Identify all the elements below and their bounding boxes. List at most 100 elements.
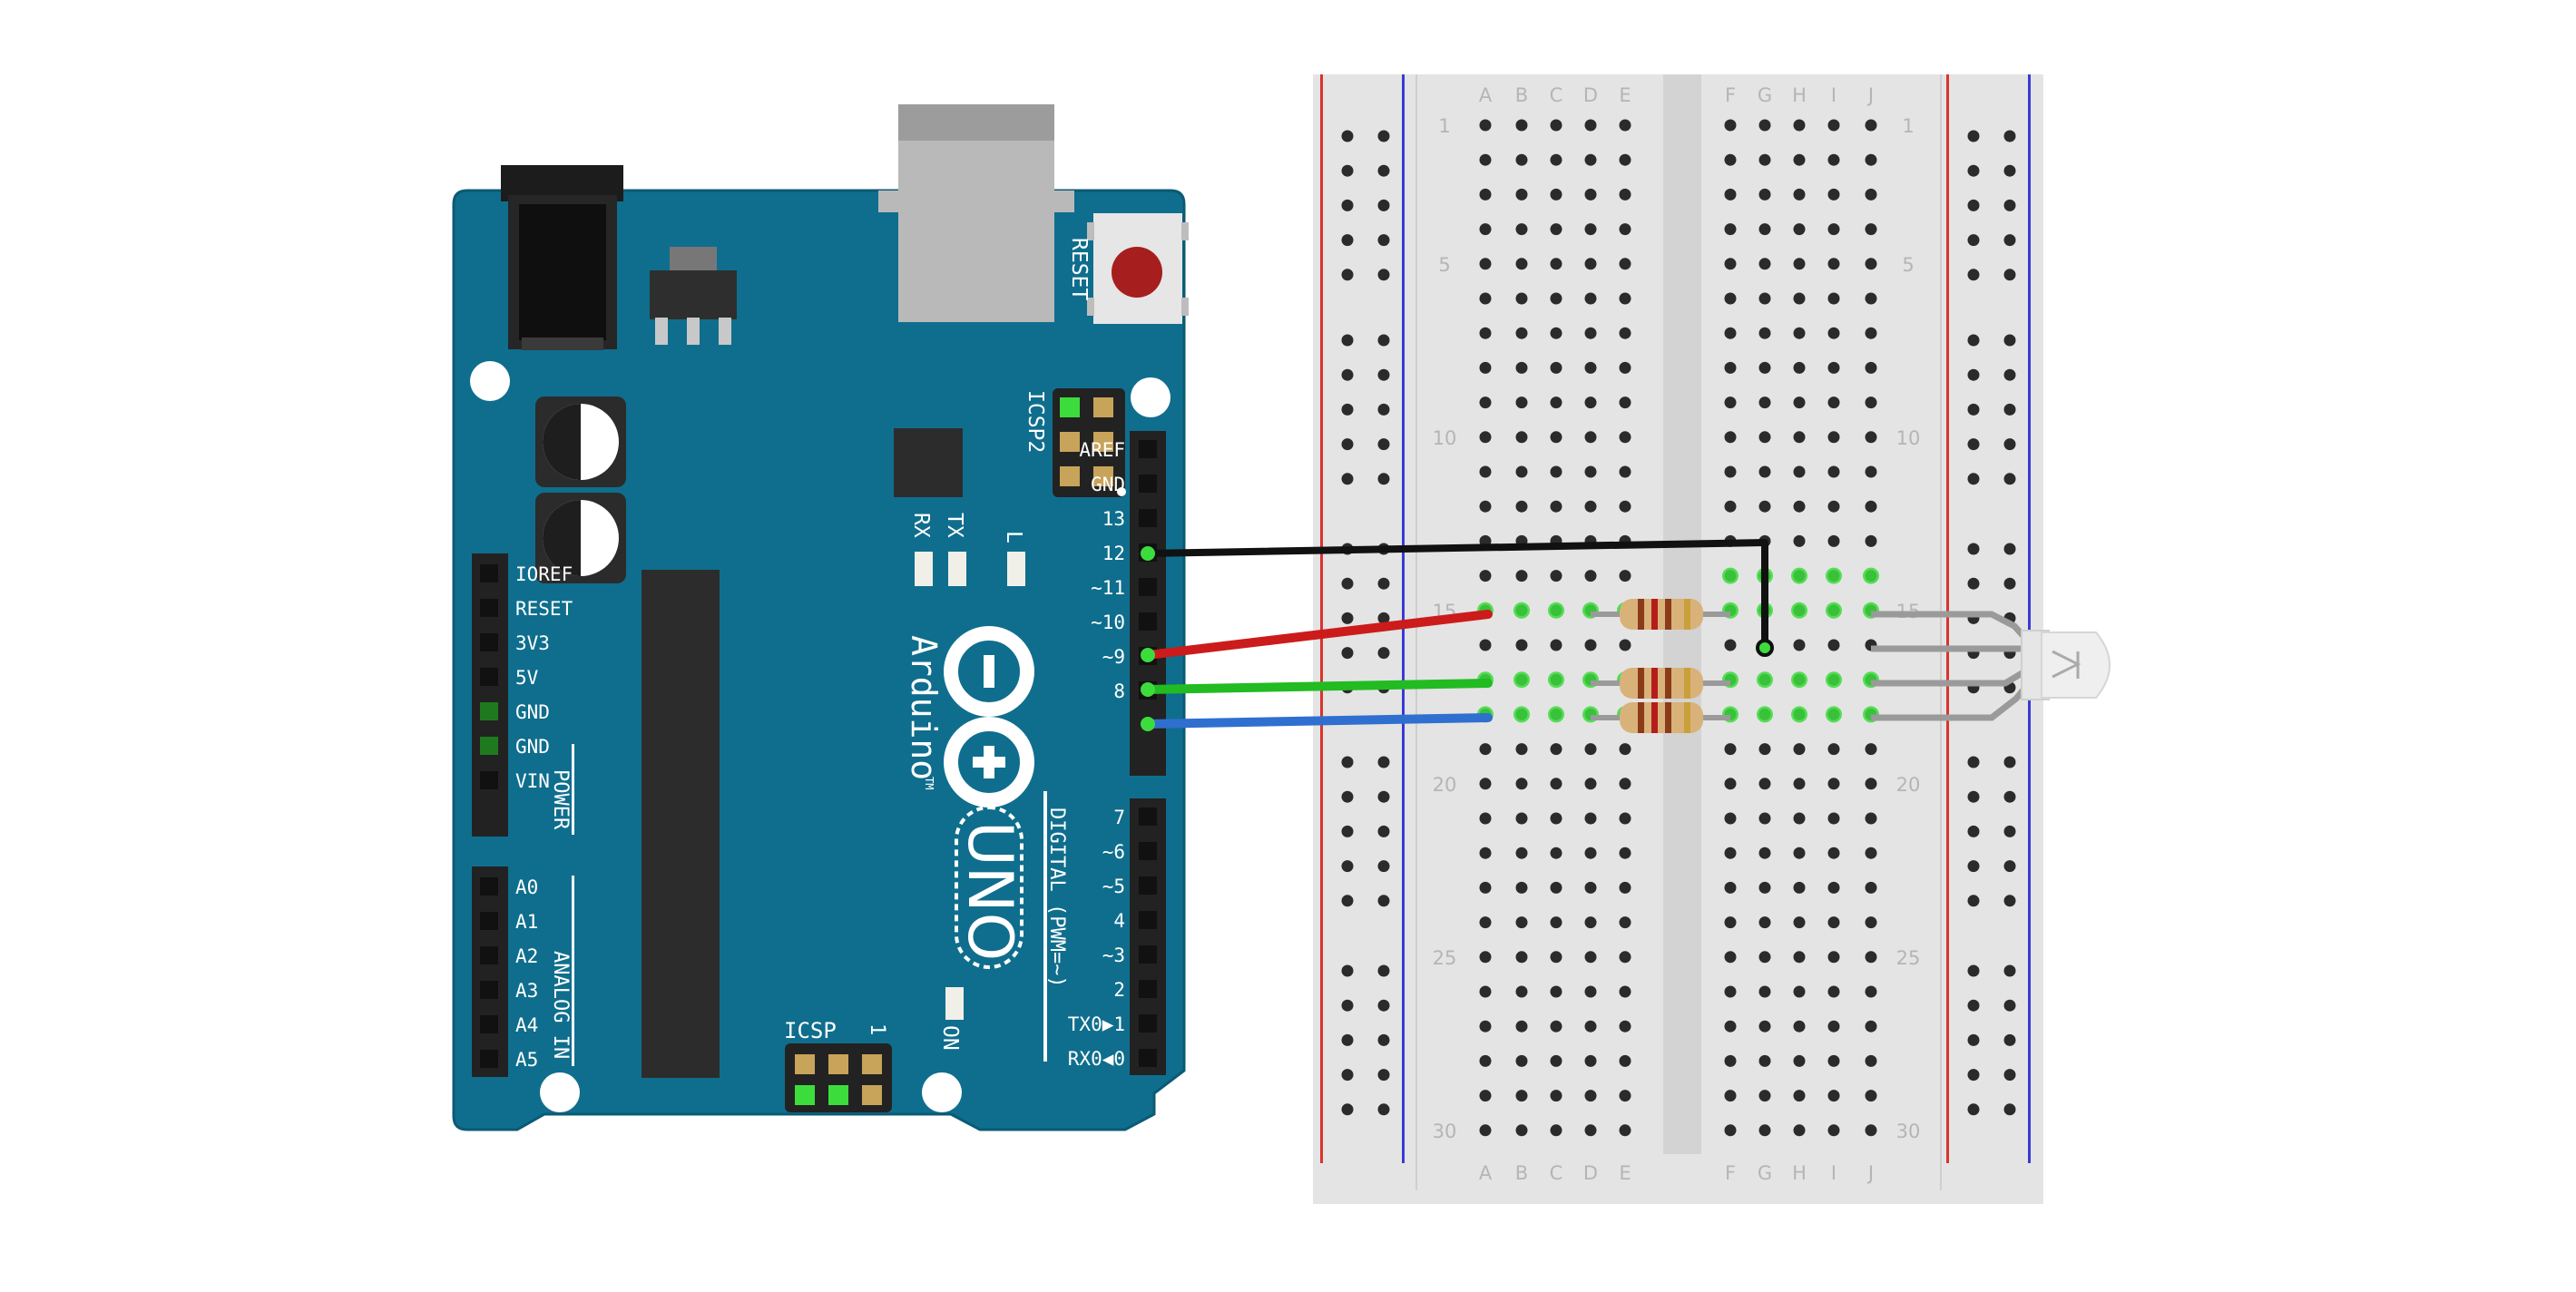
- breadboard-hole: [1865, 1090, 1877, 1102]
- breadboard-hole: [1865, 500, 1877, 513]
- breadboard-hole: [1758, 951, 1771, 964]
- header-pin: [1139, 475, 1157, 493]
- rail-hole: [1341, 790, 1354, 803]
- reset-button[interactable]: [1087, 213, 1189, 324]
- breadboard-hole: [1758, 327, 1771, 339]
- active-hole: [1513, 706, 1530, 723]
- rail-hole: [1967, 334, 1980, 347]
- wire-blue: [1143, 713, 1493, 729]
- breadboard-hole: [1515, 258, 1528, 270]
- breadboard-hole: [1793, 778, 1806, 790]
- breadboard-hole: [1479, 639, 1492, 651]
- breadboard-hole: [1724, 1090, 1737, 1102]
- column-label: D: [1583, 84, 1598, 106]
- breadboard-hole: [1479, 431, 1492, 444]
- header-pin: [1139, 1014, 1157, 1033]
- breadboard-hole: [1724, 743, 1737, 756]
- analog-pin-label: A0: [515, 876, 538, 898]
- power-pin-label: VIN: [515, 770, 550, 792]
- breadboard-hole: [1758, 258, 1771, 270]
- breadboard-hole: [1619, 500, 1631, 513]
- column-label: G: [1758, 84, 1772, 106]
- breadboard-hole: [1619, 951, 1631, 964]
- rail-hole: [1967, 964, 1980, 977]
- breadboard-hole: [1724, 1054, 1737, 1067]
- digital-pin-label: ~9: [1102, 646, 1125, 668]
- breadboard-hole: [1584, 639, 1597, 651]
- capacitor: [535, 493, 626, 583]
- rail-hole: [1341, 825, 1354, 837]
- breadboard-hole: [1584, 396, 1597, 409]
- header-pin: [1139, 945, 1157, 964]
- l-label: L: [1002, 531, 1025, 543]
- rail-hole: [1341, 334, 1354, 347]
- breadboard-hole: [1550, 258, 1562, 270]
- breadboard-hole: [1619, 119, 1631, 132]
- digital-pin-label: ~10: [1091, 612, 1125, 633]
- breadboard-hole: [1619, 292, 1631, 305]
- rail-hole: [2003, 473, 2016, 485]
- active-hole: [1791, 671, 1807, 689]
- rail-hole: [1377, 612, 1390, 624]
- breadboard-hole: [1827, 812, 1840, 825]
- breadboard-hole: [1550, 778, 1562, 790]
- breadboard-hole: [1827, 1090, 1840, 1102]
- row-label: 30: [1433, 1121, 1457, 1142]
- icsp2-label: ICSP2: [1024, 390, 1047, 453]
- rail-hole: [2003, 860, 2016, 873]
- l-led: [1007, 552, 1025, 586]
- row-label: 20: [1433, 774, 1457, 796]
- breadboard-hole: [1758, 847, 1771, 859]
- breadboard-hole: [1793, 1020, 1806, 1033]
- brand-tm: TM: [923, 777, 935, 789]
- breadboard-hole: [1515, 465, 1528, 478]
- column-label: J: [1866, 1162, 1874, 1184]
- rail-hole: [1377, 1069, 1390, 1082]
- breadboard-hole: [1584, 500, 1597, 513]
- breadboard-hole: [1827, 431, 1840, 444]
- breadboard-hole: [1758, 500, 1771, 513]
- rail-hole: [2003, 403, 2016, 416]
- active-hole: [1513, 671, 1530, 689]
- rail-hole: [1377, 577, 1390, 590]
- header-pin: [1139, 876, 1157, 895]
- breadboard-hole: [1515, 881, 1528, 894]
- active-hole: [1548, 602, 1564, 619]
- breadboard-hole: [1550, 327, 1562, 339]
- breadboard-hole: [1724, 396, 1737, 409]
- header-pin: [1139, 808, 1157, 826]
- digital-pin-label: 8: [1113, 680, 1125, 702]
- rail-line-red: [1320, 74, 1323, 1163]
- breadboard-hole: [1758, 465, 1771, 478]
- rail-hole: [1341, 1033, 1354, 1046]
- rail-hole: [1967, 473, 1980, 485]
- breadboard-hole: [1584, 431, 1597, 444]
- rail-hole: [1341, 130, 1354, 142]
- column-label: G: [1758, 1162, 1772, 1184]
- breadboard-hole: [1550, 153, 1562, 166]
- column-label: E: [1619, 1162, 1631, 1184]
- column-label: B: [1515, 84, 1528, 106]
- breadboard-hole: [1619, 153, 1631, 166]
- breadboard-hole: [1865, 812, 1877, 825]
- breadboard-hole: [1827, 396, 1840, 409]
- rx-label: RX: [909, 513, 933, 538]
- active-hole: [1548, 706, 1564, 723]
- breadboard-hole: [1758, 743, 1771, 756]
- breadboard-hole: [1724, 465, 1737, 478]
- breadboard-hole: [1550, 396, 1562, 409]
- mounting-hole: [540, 1072, 580, 1112]
- rail-hole: [1377, 130, 1390, 142]
- digital-header-bottom: [1130, 798, 1166, 1075]
- row-label: 20: [1896, 774, 1921, 796]
- rail-hole: [2003, 1103, 2016, 1116]
- breadboard-hole: [1515, 1020, 1528, 1033]
- active-hole: [1826, 602, 1842, 619]
- breadboard-hole: [1515, 1054, 1528, 1067]
- breadboard-hole: [1865, 258, 1877, 270]
- resistor: [1591, 668, 1730, 699]
- breadboard-hole: [1584, 465, 1597, 478]
- rail-hole: [1967, 756, 1980, 768]
- breadboard-hole: [1515, 743, 1528, 756]
